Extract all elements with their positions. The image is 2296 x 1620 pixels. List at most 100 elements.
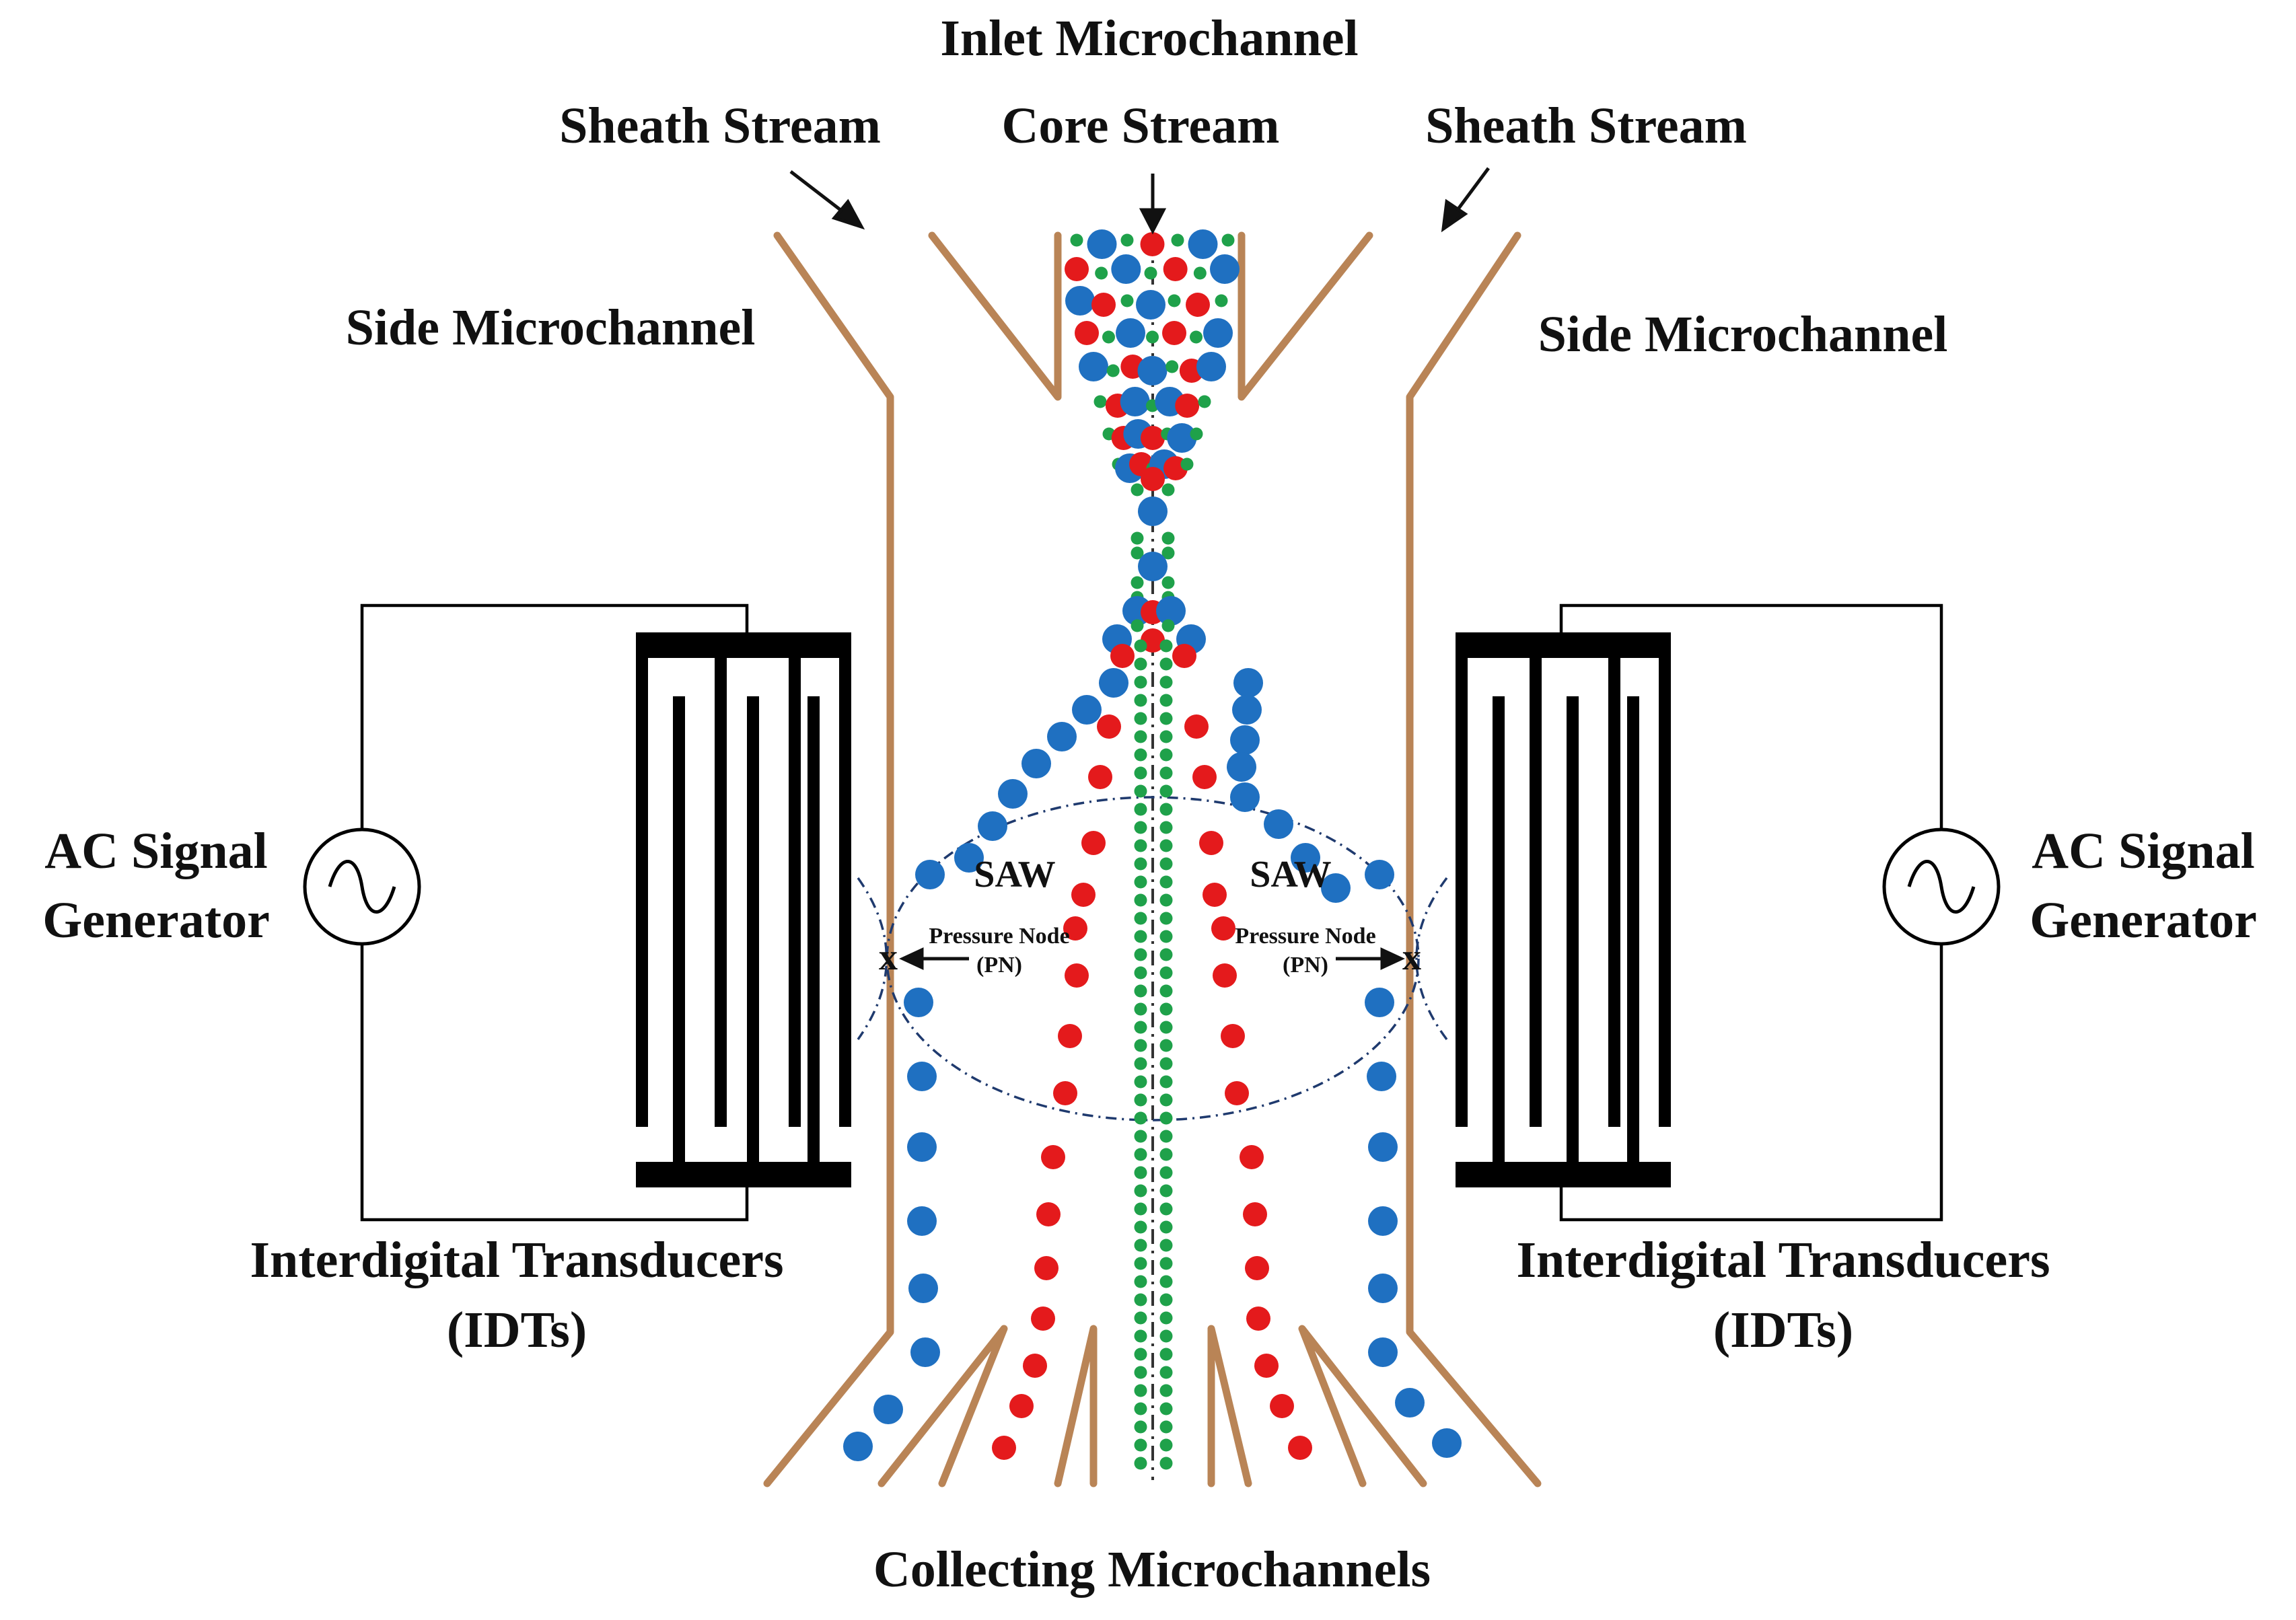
small-particle: [1134, 1075, 1147, 1089]
core-label: Core Stream: [1002, 98, 1280, 154]
saw-right-lobe: [1415, 877, 1448, 1041]
small-particle: [1134, 875, 1147, 889]
right-center-collector: [1207, 1325, 1252, 1487]
small-particle: [1159, 1239, 1173, 1252]
medium-particle: [1097, 714, 1121, 739]
left-wire: [360, 603, 749, 1222]
small-particle: [1221, 233, 1235, 247]
small-particle: [1159, 639, 1173, 653]
medium-particle: [1071, 883, 1096, 907]
small-particle: [1190, 330, 1203, 344]
saw-outlines: [857, 796, 1448, 1121]
medium-particle: [1172, 644, 1196, 668]
pn-right-marker: x: [1402, 936, 1421, 978]
medium-particle: [1254, 1354, 1279, 1378]
small-particle: [1159, 712, 1173, 725]
small-particle: [1159, 984, 1173, 998]
medium-particle: [1175, 394, 1200, 418]
small-particle: [1093, 395, 1107, 408]
small-particle: [1159, 839, 1173, 852]
left-idt-assembly: [303, 603, 851, 1222]
small-particle: [1134, 1239, 1147, 1252]
small-particle: [1159, 1111, 1173, 1125]
large-particle: [1227, 752, 1256, 782]
medium-particle: [1091, 293, 1116, 317]
small-particle: [1165, 360, 1179, 373]
small-particle: [1159, 1275, 1173, 1288]
small-particle: [1159, 857, 1173, 871]
small-particle: [1159, 748, 1173, 762]
small-particle: [1159, 1184, 1173, 1198]
small-particle: [1159, 1293, 1173, 1306]
small-particle: [1161, 576, 1175, 589]
small-particle: [1180, 457, 1194, 471]
ac-right-line2: Generator: [2030, 892, 2257, 949]
small-particle: [1134, 1402, 1147, 1415]
large-particle: [910, 1337, 940, 1367]
small-particle: [1134, 1184, 1147, 1198]
small-particle: [1159, 1420, 1173, 1434]
idt-left-line1: Interdigital Transducers: [250, 1232, 783, 1288]
large-particle: [1365, 860, 1394, 889]
medium-particle: [1081, 831, 1106, 855]
large-particle: [907, 1206, 937, 1236]
large-particle: [1116, 318, 1145, 348]
small-particle: [1144, 266, 1157, 280]
large-particle: [1138, 496, 1168, 526]
right-side-wall: [1406, 231, 1542, 1487]
large-particle: [907, 1062, 937, 1091]
medium-particle: [1075, 321, 1099, 345]
small-particle: [1134, 1384, 1147, 1397]
sheath-right-arrow-line: [1451, 167, 1491, 217]
small-particle: [1161, 619, 1175, 632]
medium-particle: [1140, 232, 1165, 256]
small-particle: [1134, 1293, 1147, 1306]
large-particle: [954, 843, 984, 873]
small-particle: [1134, 1366, 1147, 1379]
medium-particle: [1023, 1354, 1047, 1378]
medium-particle: [1065, 257, 1089, 281]
medium-particle: [1034, 1256, 1059, 1280]
small-particle: [1159, 730, 1173, 743]
small-particle: [1134, 1148, 1147, 1161]
small-particle: [1159, 803, 1173, 816]
large-particle: [1203, 318, 1233, 348]
large-particle: [915, 860, 945, 889]
large-particle: [1156, 596, 1186, 626]
small-particle: [1159, 1093, 1173, 1107]
small-particle: [1146, 330, 1159, 344]
small-particle: [1215, 294, 1228, 307]
large-particle: [908, 1274, 938, 1303]
ac-left-line1: AC Signal: [44, 823, 268, 879]
small-particle: [1159, 675, 1173, 689]
small-particle: [1134, 821, 1147, 834]
sheath-left-arrow-line: [789, 170, 851, 218]
pn-left-marker: x: [879, 936, 898, 978]
medium-particle: [1058, 1024, 1082, 1048]
idt-right-line2: (IDTs): [1713, 1302, 1853, 1358]
right-inlet-wall: [1237, 231, 1373, 401]
ac-right-line1: AC Signal: [2032, 823, 2255, 879]
channel-walls: [763, 231, 1542, 1487]
small-particle: [1134, 694, 1147, 707]
side-right-label: Side Microchannel: [1538, 306, 1948, 363]
small-particle: [1131, 546, 1144, 560]
small-particle: [1134, 1220, 1147, 1234]
small-particle: [1159, 1257, 1173, 1270]
ac-left-line2: Generator: [42, 892, 270, 949]
medium-particle: [1213, 963, 1237, 988]
saw-right-label: SAW: [1250, 854, 1331, 895]
small-particle: [1134, 912, 1147, 925]
small-particle: [1134, 839, 1147, 852]
medium-particle: [1240, 1145, 1264, 1169]
small-particle: [1190, 427, 1203, 441]
sheath-left-arrowhead: [831, 198, 865, 230]
medium-particle: [1270, 1394, 1294, 1418]
medium-particle: [1065, 963, 1089, 988]
small-particle: [1134, 1348, 1147, 1361]
large-particle: [843, 1432, 873, 1461]
small-particle: [1134, 1457, 1147, 1470]
large-particle: [998, 779, 1028, 809]
left-sine-icon: [328, 860, 396, 914]
small-particle: [1134, 857, 1147, 871]
